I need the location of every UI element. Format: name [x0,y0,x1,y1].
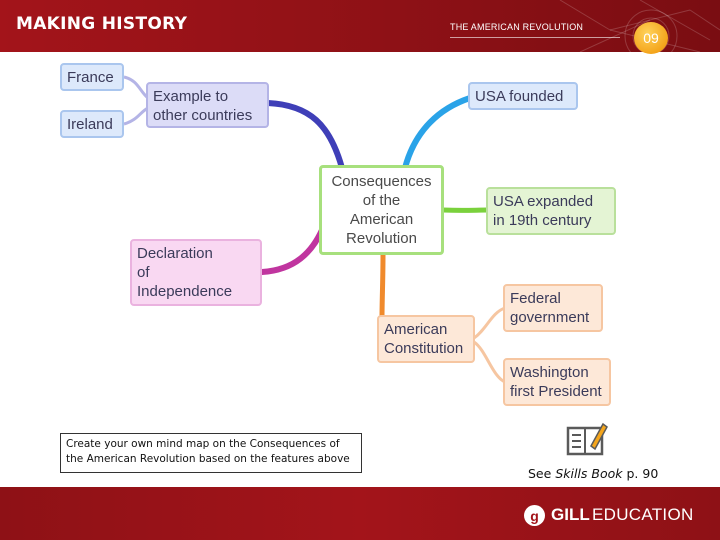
node-federal-line1: Federal [510,290,561,307]
connector-ireland [123,106,149,126]
gill-logo-icon: g [524,505,545,526]
node-center-line3: American [349,211,414,228]
connector-constitution [379,252,386,321]
node-washington: Washington first President [503,358,611,406]
page-number-badge: 09 [634,22,668,54]
node-france: France [60,63,124,91]
skills-book-icon [566,422,608,456]
node-center-line1: Consequences [331,173,432,190]
node-declaration-line2: of [137,264,150,281]
instruction-box: Create your own mind map on the Conseque… [60,433,362,473]
node-constitution: American Constitution [377,315,475,363]
node-usa-expanded: USA expanded in 19th century [486,187,616,235]
node-usa-expanded-line1: USA expanded [493,193,594,210]
node-washington-line1: Washington [510,364,589,381]
header-bar: MAKING HISTORY THE AMERICAN REVOLUTION 0… [0,0,720,54]
footer-bar [0,487,720,540]
node-usa-founded-label: USA founded [475,88,564,105]
node-usa-founded: USA founded [468,82,578,110]
node-washington-line2: first President [510,383,602,400]
node-usa-expanded-line2: in 19th century [493,212,592,229]
node-constitution-line1: American [384,321,448,338]
node-example: Example to other countries [146,82,269,128]
header-divider [450,37,620,38]
node-declaration-line1: Declaration [137,245,213,262]
node-center-line4: Revolution [346,230,417,247]
node-center: Consequences of the American Revolution [319,165,444,255]
section-title: THE AMERICAN REVOLUTION [450,22,584,32]
node-declaration: Declaration of Independence [130,239,262,306]
node-constitution-line2: Constitution [384,340,464,357]
node-example-line1: Example to [153,88,229,105]
connector-washington [473,340,506,384]
skills-prefix: See [528,466,552,481]
logo-gill-text: GILL [551,505,590,524]
skills-book-reference: See Skills Book p. 90 [528,466,658,481]
node-federal-line2: government [510,309,590,326]
node-federal: Federal government [503,284,603,332]
node-ireland: Ireland [60,110,124,138]
node-france-label: France [67,69,114,86]
connector-france [123,75,149,100]
connector-usa-founded [402,95,473,171]
brand-logo-text: MAKING HISTORY [16,14,188,34]
node-center-line2: of the [362,192,401,209]
logo-education-text: EDUCATION [592,505,694,524]
skills-book-title: Skills Book [555,466,623,481]
connector-federal [473,306,506,340]
connector-example [265,100,345,171]
skills-page: p. 90 [626,466,659,481]
node-declaration-line3: Independence [137,283,233,300]
node-example-line2: other countries [153,107,253,124]
connector-declaration [259,227,325,275]
node-ireland-label: Ireland [67,116,113,133]
